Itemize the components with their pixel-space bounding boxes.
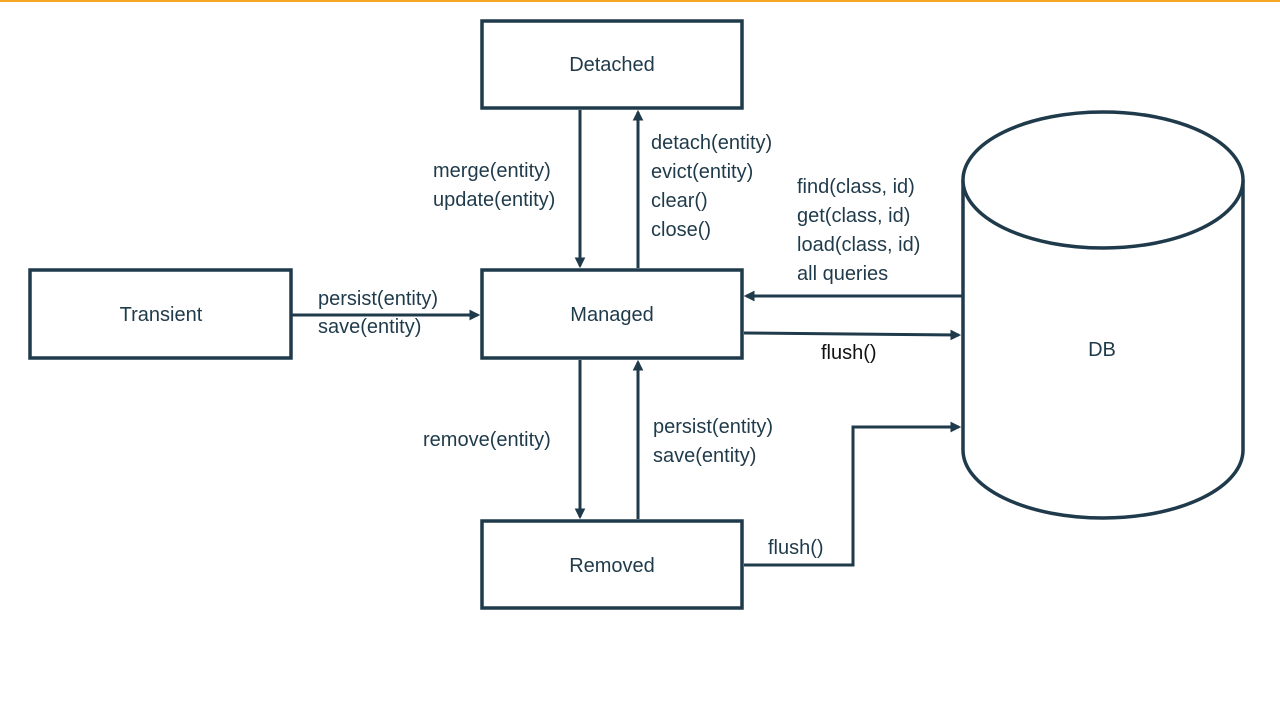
edge-label-persist-removed-line: persist(entity) — [653, 416, 773, 438]
node-detached-label: Detached — [569, 54, 655, 76]
node-removed: Removed — [480, 519, 744, 610]
edge-label-detach: detach(entity) evict(entity) clear() clo… — [651, 132, 778, 241]
edge-label-persist-removed: persist(entity) save(entity) — [653, 416, 779, 467]
edge-label-detach-line: evict(entity) — [651, 161, 753, 183]
edge-managed-to-db — [743, 329, 962, 341]
node-managed: Managed — [480, 268, 744, 360]
edge-label-find-line: find(class, id) — [797, 176, 915, 198]
edge-label-merge-line: update(entity) — [433, 189, 555, 211]
edge-label-persist-transient-line: persist(entity) — [318, 288, 438, 310]
top-accent-rule — [0, 0, 1280, 2]
edge-label-find-line: load(class, id) — [797, 234, 920, 256]
edge-label-merge-line: merge(entity) — [433, 160, 551, 182]
edge-label-detach-line: close() — [651, 219, 711, 241]
edge-label-merge: merge(entity) update(entity) — [433, 160, 556, 211]
edge-label-detach-line: detach(entity) — [651, 132, 772, 154]
edge-label-detach-line: clear() — [651, 190, 708, 212]
node-transient: Transient — [28, 268, 293, 360]
node-transient-label: Transient — [120, 304, 203, 326]
edge-label-find-line: all queries — [797, 263, 888, 285]
edge-label-persist-transient: persist(entity) save(entity) — [318, 288, 444, 338]
edge-label-find-line: get(class, id) — [797, 205, 910, 227]
node-db-label: DB — [1088, 339, 1116, 361]
edge-label-persist-transient-line: save(entity) — [318, 316, 421, 338]
edge-label-remove: remove(entity) — [423, 429, 551, 451]
node-managed-label: Managed — [570, 304, 653, 326]
edge-label-flush-managed: flush() — [821, 342, 877, 364]
node-db: DB — [961, 110, 1245, 520]
edge-label-find: find(class, id) get(class, id) load(clas… — [797, 176, 926, 285]
edge-label-persist-removed-line: save(entity) — [653, 445, 756, 467]
edge-removed-to-db — [744, 421, 962, 567]
node-detached: Detached — [480, 19, 744, 110]
node-removed-label: Removed — [569, 555, 655, 577]
edge-label-flush-removed: flush() — [768, 537, 824, 559]
